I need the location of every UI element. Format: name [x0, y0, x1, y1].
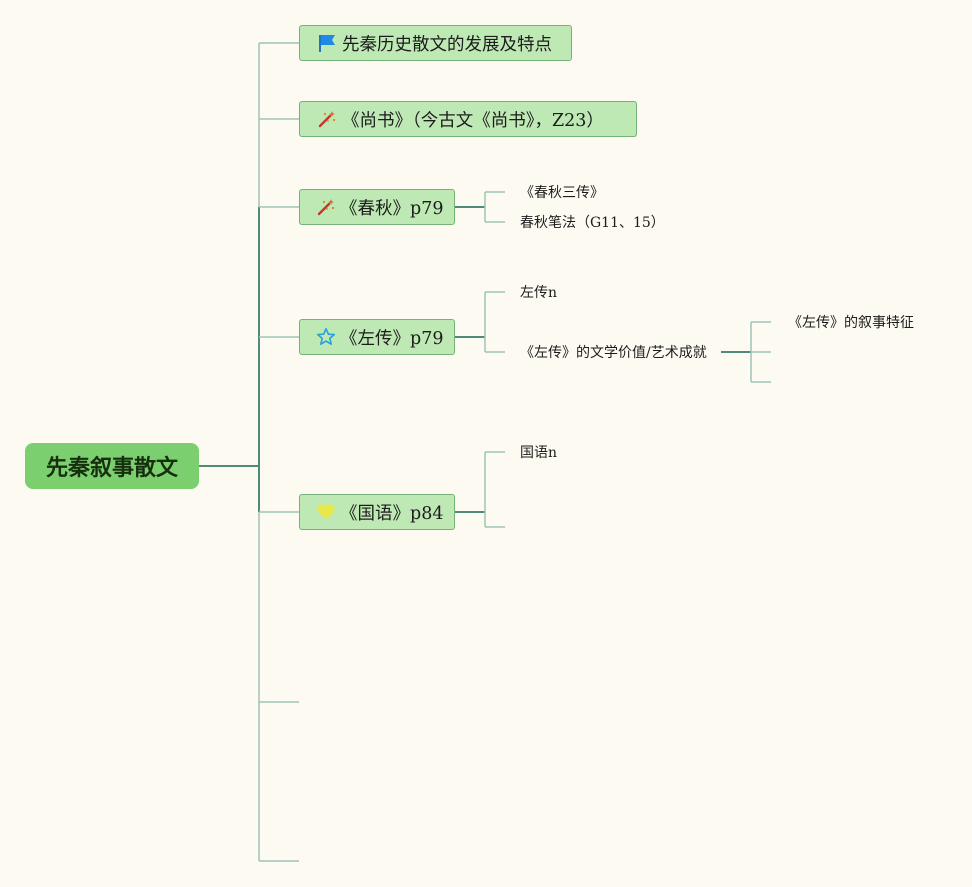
topic-shangshu[interactable]: 《尚书》（今古文《尚书》，Z23）	[299, 101, 637, 137]
topic-chunqiu[interactable]: 《春秋》p79	[299, 189, 455, 225]
topic-zuozhuan[interactable]: 《左传》p79	[299, 319, 455, 355]
magic-wand-icon	[316, 196, 336, 218]
topic-label: 《国语》p84	[340, 503, 444, 524]
subtopic-label: 《左传》的文学价值/艺术成就	[520, 345, 707, 361]
topic-label: 《尚书》（今古文《尚书》，Z23）	[342, 110, 604, 131]
subtopic-zuozhuan-n[interactable]: 左传n	[520, 282, 557, 302]
star-outline-icon	[316, 326, 336, 348]
subtopic-zuozhuan-literary-value[interactable]: 《左传》的文学价值/艺术成就	[520, 342, 707, 362]
root-topic[interactable]: 先秦叙事散文	[25, 443, 199, 489]
topic-label: 《左传》p79	[340, 328, 444, 349]
topic-guoyu[interactable]: 《国语》p84	[299, 494, 455, 530]
subtopic-label: 国语n	[520, 445, 558, 461]
subtopic-label: 《春秋三传》	[520, 185, 604, 201]
topic-label: 先秦历史散文的发展及特点	[342, 34, 552, 55]
topic-history-prose[interactable]: 先秦历史散文的发展及特点	[299, 25, 572, 61]
yellow-heart-icon	[316, 501, 336, 523]
magic-wand-icon	[316, 108, 338, 130]
subtopic-chunqiu-three-commentaries[interactable]: 《春秋三传》	[520, 182, 604, 202]
subtopic-chunqiu-writing-method[interactable]: 春秋笔法（G11、15）	[520, 212, 665, 232]
topic-label: 《春秋》p79	[340, 198, 444, 219]
subtopic-label: 《左传》的叙事特征	[788, 315, 914, 331]
blue-flag-icon	[316, 32, 338, 54]
subtopic-label: 左传n	[520, 285, 558, 301]
root-topic-label: 先秦叙事散文	[45, 456, 178, 481]
subtopic-zuozhuan-narrative-features[interactable]: 《左传》的叙事特征	[788, 312, 914, 332]
subtopic-guoyu-n[interactable]: 国语n	[520, 442, 557, 462]
subtopic-label: 春秋笔法（G11、15）	[520, 215, 665, 231]
